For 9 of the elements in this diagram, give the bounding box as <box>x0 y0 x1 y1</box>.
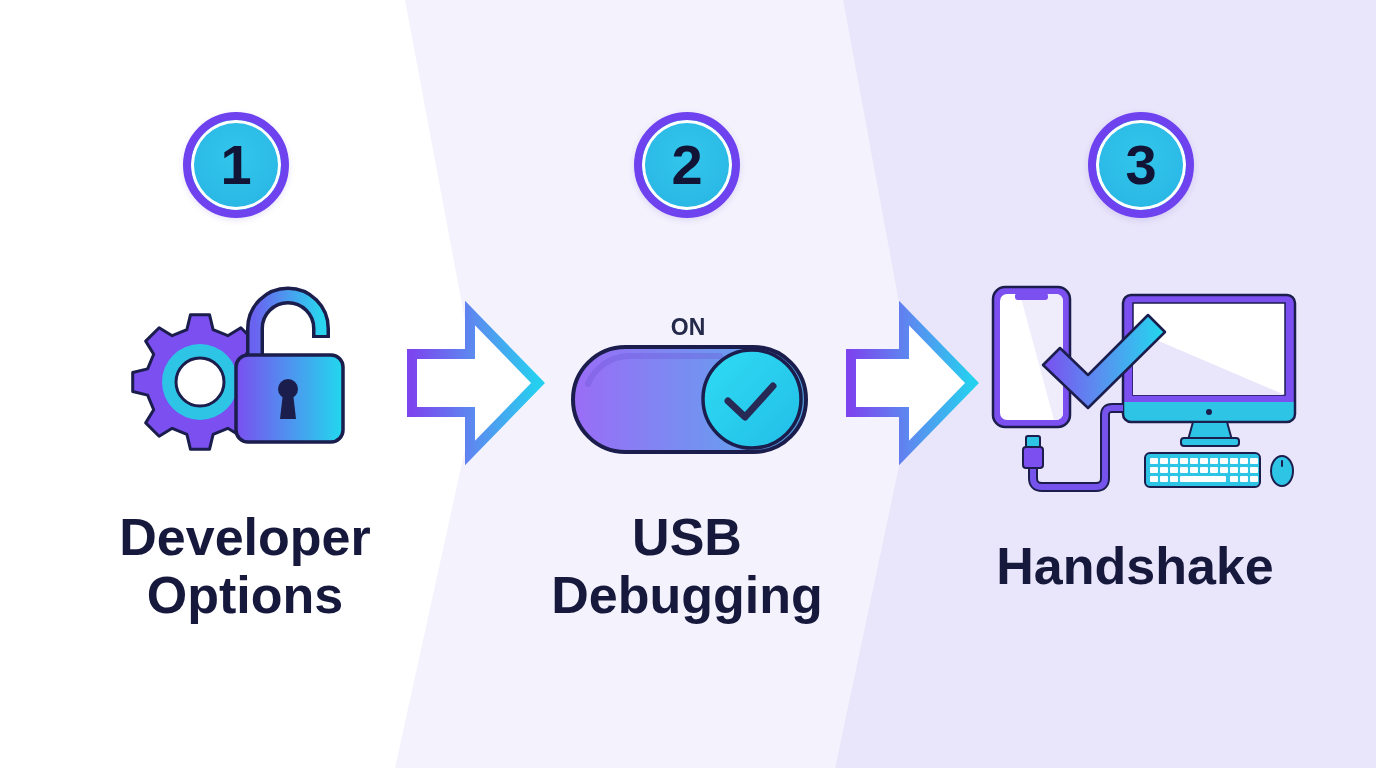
block-arrow <box>407 300 545 466</box>
step-number: 2 <box>671 137 703 193</box>
state-label: ON <box>670 314 706 340</box>
step-number: 3 <box>1125 137 1157 193</box>
step-title: Developer Options <box>119 508 371 624</box>
block-arrow <box>846 300 979 466</box>
step-title: Handshake <box>996 537 1274 595</box>
step-title: USB Debugging <box>551 508 823 624</box>
step-number: 1 <box>220 137 252 193</box>
